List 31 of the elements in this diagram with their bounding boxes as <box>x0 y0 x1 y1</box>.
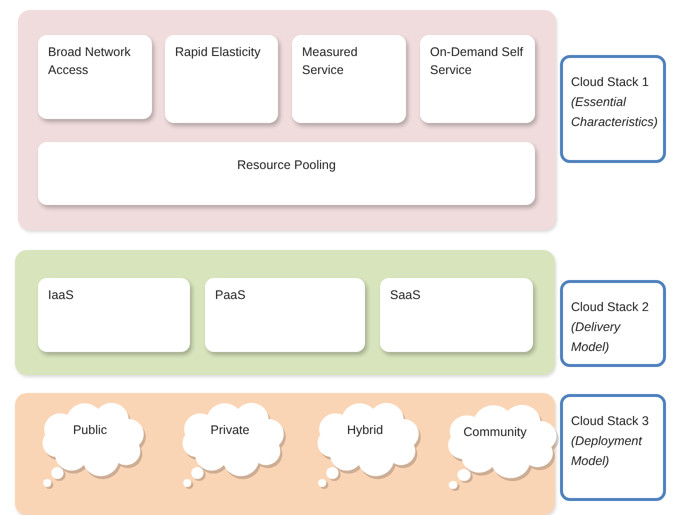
feature-box <box>420 35 535 123</box>
cloud-label: Community <box>462 425 528 439</box>
stack-label-box <box>560 280 666 367</box>
feature-box <box>205 278 365 352</box>
cloud-label: Private <box>210 423 250 437</box>
feature-box <box>165 35 278 123</box>
panel <box>15 250 555 375</box>
box-label: On-Demand Self Service <box>430 45 524 78</box>
box-label: Measured Service <box>302 45 358 78</box>
feature-box <box>38 35 152 119</box>
box-label: SaaS <box>390 288 421 302</box>
feature-box <box>38 142 535 205</box>
box-label: Rapid Elasticity <box>175 45 260 59</box>
stack-label-box <box>560 394 666 501</box>
box-label: Broad Network Access <box>48 45 131 78</box>
stack-subtitle: (Delivery Model) <box>571 319 622 356</box>
box-label: IaaS <box>48 288 74 302</box>
cloud-label: Public <box>72 423 108 437</box>
feature-box <box>380 278 533 352</box>
stack-subtitle: (Deployment Model) <box>571 433 644 470</box>
box-label: Resource Pooling <box>237 158 336 172</box>
stack-title: Cloud Stack 2 <box>571 299 650 316</box>
cloud-label: Hybrid <box>346 423 384 437</box>
feature-box <box>38 278 190 352</box>
stack-title: Cloud Stack 3 <box>571 413 650 430</box>
stack-subtitle: (Essential Characteristics) <box>571 94 655 131</box>
box-label: PaaS <box>215 288 246 302</box>
panel <box>18 10 556 230</box>
stack-title: Cloud Stack 1 <box>571 74 650 91</box>
stack-label-box <box>560 55 666 163</box>
feature-box <box>292 35 406 123</box>
